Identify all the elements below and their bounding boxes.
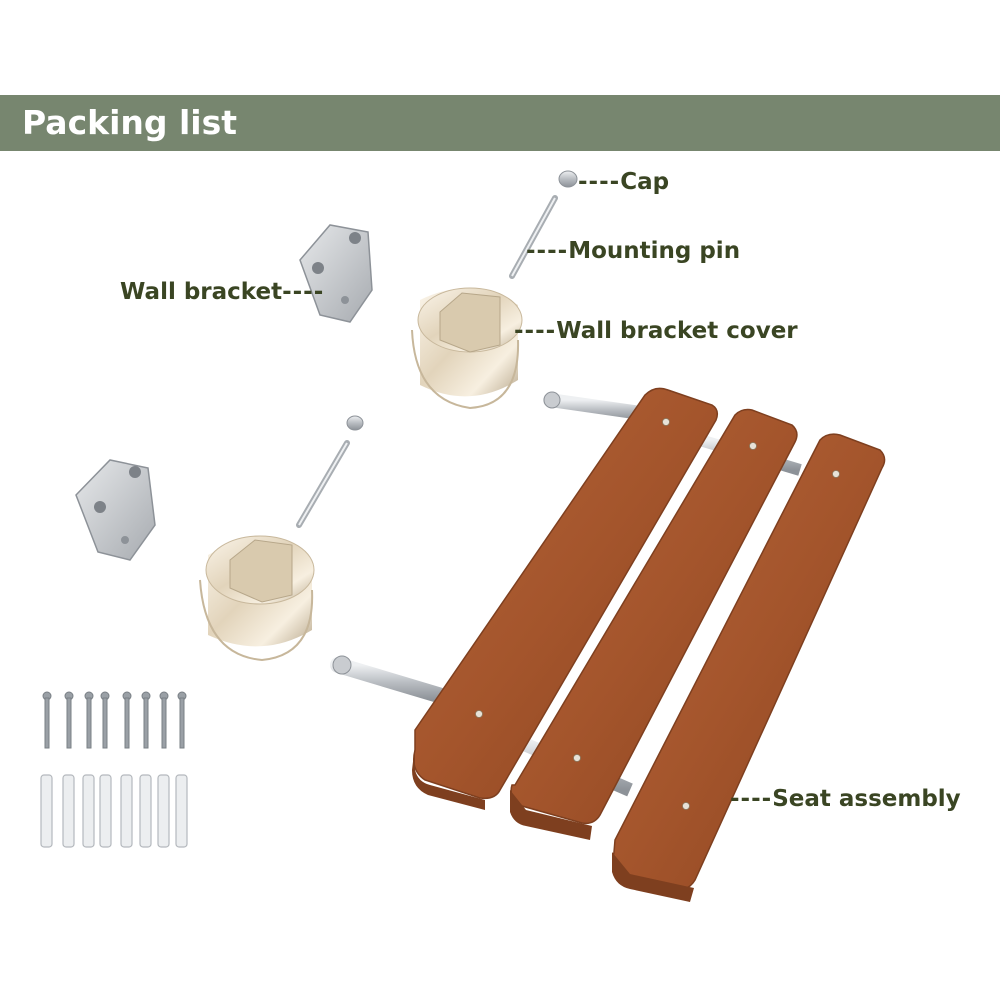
mounting-pin-label-dash: ---- (526, 238, 569, 264)
wall-anchor (120, 774, 133, 848)
wall-anchor (99, 774, 112, 848)
wall-bracket-cover-label-text: Wall bracket cover (556, 318, 798, 344)
wall-anchor (175, 774, 188, 848)
wall-bracket-cover-part-top (411, 287, 523, 410)
wall-anchors-set (40, 774, 188, 848)
screws-set (42, 691, 187, 749)
seat-assembly-part (330, 387, 886, 902)
wall-anchor (40, 774, 53, 848)
wall-bracket-label-text: Wall bracket (120, 279, 283, 305)
wall-bracket-label-dash: ---- (282, 279, 325, 305)
cap-part (558, 170, 578, 188)
wall-anchor (82, 774, 95, 848)
wall-anchor (62, 774, 75, 848)
cap-label: ----Cap (578, 167, 669, 197)
screw (141, 691, 151, 749)
seat-assembly-label-text: Seat assembly (772, 786, 961, 812)
cap-part-lower (346, 415, 364, 431)
screw (64, 691, 74, 749)
mounting-pin-part (509, 195, 558, 279)
wall-bracket-cover-label-dash: ---- (514, 318, 557, 344)
cap-label-text: Cap (620, 169, 670, 195)
screw (122, 691, 132, 749)
mounting-pin-part-lower (296, 440, 350, 528)
wall-bracket-part-lower (75, 459, 156, 561)
screw (84, 691, 94, 749)
wall-bracket-cover-part-lower (199, 535, 315, 662)
screw (100, 691, 110, 749)
mounting-pin-label-text: Mounting pin (568, 238, 741, 264)
wall-anchor (139, 774, 152, 848)
wall-anchor (157, 774, 170, 848)
cap-label-dash: ---- (578, 169, 621, 195)
wall-bracket-cover-label: ----Wall bracket cover (514, 316, 798, 346)
screw (42, 691, 52, 749)
header-band: Packing list (0, 95, 1000, 151)
seat-assembly-label-dash: ---- (730, 786, 773, 812)
wall-bracket-label: Wall bracket---- (120, 277, 324, 307)
mounting-pin-label: ----Mounting pin (526, 236, 740, 266)
screw (159, 691, 169, 749)
screw (177, 691, 187, 749)
wall-bracket-part-top (299, 224, 373, 323)
seat-assembly-label: ----Seat assembly (730, 784, 961, 814)
page-title: Packing list (22, 103, 238, 142)
